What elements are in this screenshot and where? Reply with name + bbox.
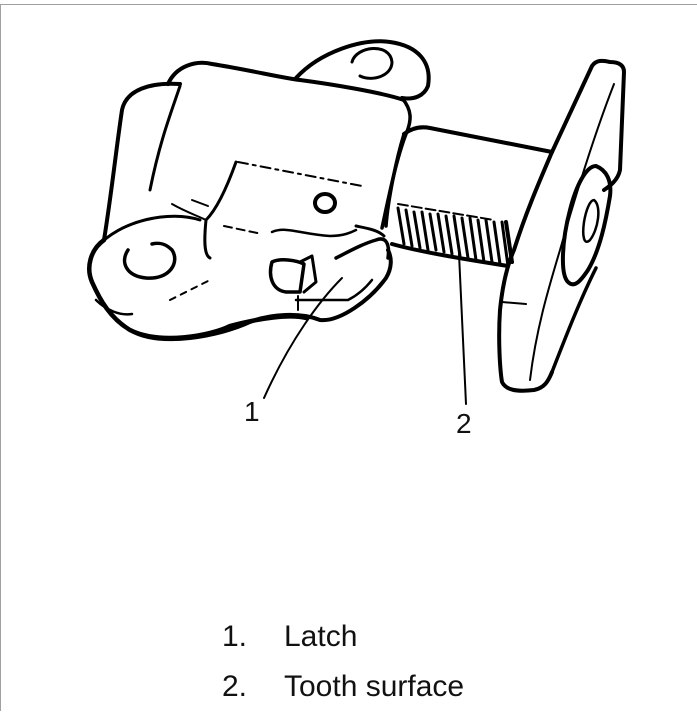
latch: [268, 224, 391, 311]
rear-mounting-ear: [294, 39, 431, 101]
end-plate-boss: [560, 164, 613, 287]
legend-text: Latch: [284, 620, 358, 653]
legend-item-latch: 1. Latch: [222, 612, 464, 662]
end-plate: [497, 58, 626, 393]
front-mounting-ear: [87, 214, 309, 341]
legend-text: Tooth surface: [284, 670, 465, 703]
legend-number: 1.: [222, 620, 248, 653]
legend-item-tooth-surface: 2. Tooth surface: [222, 662, 464, 712]
bolt-hole: [313, 192, 337, 214]
figure-frame: [0, 4, 697, 711]
plunger: [384, 125, 554, 268]
callout-1: 1: [244, 396, 260, 427]
body-lower-edge: [128, 248, 393, 342]
leader-line-2: [458, 253, 467, 405]
callout-2: 2: [456, 408, 472, 439]
leader-line-1: [263, 277, 343, 399]
legend: 1. Latch 2. Tooth surface: [222, 612, 464, 712]
legend-number: 2.: [222, 670, 248, 703]
